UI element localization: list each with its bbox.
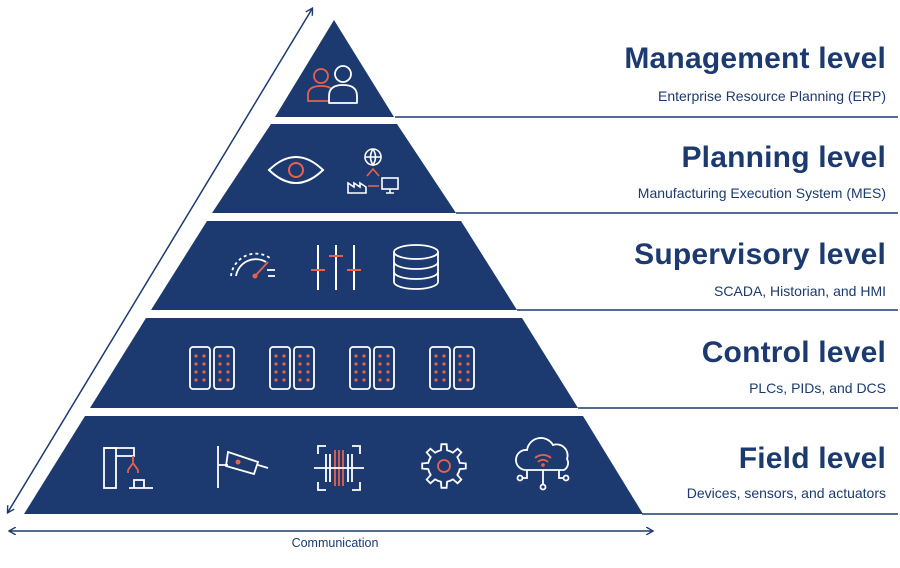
vertical-axis-arrow — [8, 9, 312, 512]
control-level-subtitle: PLCs, PIDs, and DCS — [749, 380, 886, 396]
band-planning — [212, 124, 456, 213]
network-icon — [347, 148, 399, 194]
planning-level-title: Planning level — [681, 141, 886, 174]
plc-icon — [189, 346, 235, 390]
planning-level-subtitle: Manufacturing Execution System (MES) — [637, 185, 886, 201]
camera-icon — [217, 446, 269, 488]
plc-icon — [349, 346, 395, 390]
supervisory-level-subtitle: SCADA, Historian, and HMI — [714, 283, 886, 299]
plc-icon — [269, 346, 315, 390]
sliders-icon — [311, 245, 361, 290]
band-supervisory — [151, 221, 517, 310]
eye-icon — [267, 156, 325, 184]
communication-axis-label: Communication — [291, 536, 379, 550]
control-level-title: Control level — [701, 336, 886, 369]
database-icon — [393, 244, 439, 290]
barcode-icon — [314, 445, 364, 491]
gauge-icon — [230, 252, 275, 279]
field-level-title: Field level — [738, 442, 886, 475]
field-level-subtitle: Devices, sensors, and actuators — [686, 485, 886, 501]
supervisory-level-title: Supervisory level — [634, 238, 886, 271]
band-control — [90, 318, 578, 408]
users-icon — [307, 65, 358, 104]
plc-icon — [429, 346, 475, 390]
cloud-icon — [515, 437, 570, 491]
gear-icon — [421, 443, 467, 489]
management-level-subtitle: Enterprise Resource Planning (ERP) — [658, 88, 886, 104]
robot-arm-icon — [103, 447, 153, 489]
management-level-title: Management level — [624, 42, 886, 75]
